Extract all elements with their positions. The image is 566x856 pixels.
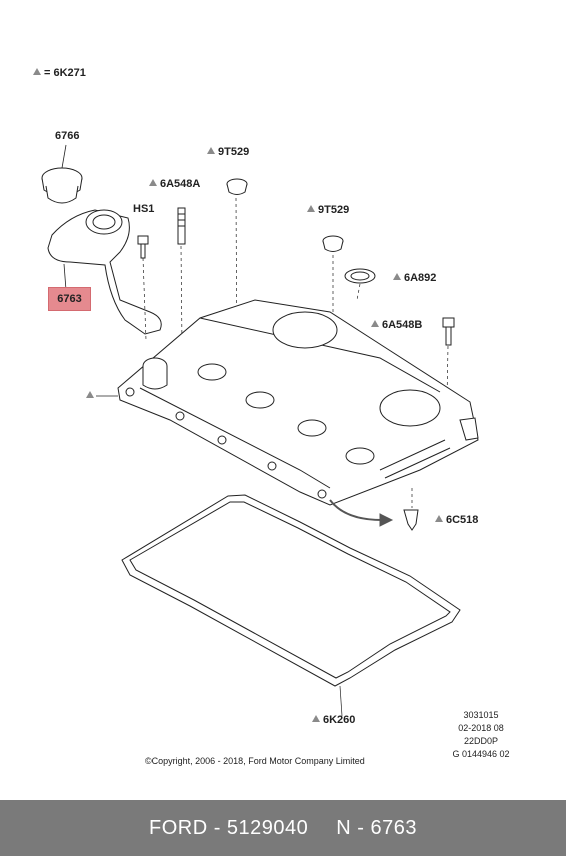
label-9t529-lower-text: 9T529 (318, 204, 350, 216)
breather-arrow-drawing (329, 488, 419, 531)
marker-triangle-icon (435, 515, 443, 522)
seal-9t529-drawing (226, 178, 344, 430)
meta-line-1: 3031015 (463, 710, 499, 720)
footer-part-number: FORD - 5129040 (148, 816, 309, 839)
legend: = 6K271 (33, 67, 86, 80)
label-6766[interactable]: 6766 (55, 130, 80, 142)
diagram-drawing (41, 144, 479, 717)
label-cover-marker[interactable] (86, 390, 97, 403)
filler-neck-drawing (47, 209, 162, 335)
drawing-metadata: 3031015 02-2018 08 22DD0P G 0144946 02 (446, 709, 516, 761)
footer-bar: FORD - 5129040 N - 6763 (0, 800, 566, 856)
meta-line-4: G 0144946 02 (452, 749, 510, 759)
meta-line-3: 22DD0P (463, 736, 499, 746)
label-9t529-upper[interactable]: 9T529 (207, 146, 249, 159)
marker-triangle-icon (207, 147, 215, 154)
bolt-6a548b-drawing (442, 317, 455, 401)
oil-filler-cap-drawing (41, 144, 83, 204)
label-6c518-text: 6C518 (446, 514, 479, 526)
label-6a548b-text: 6A548B (382, 319, 423, 331)
marker-triangle-icon (33, 68, 41, 75)
label-6a548b[interactable]: 6A548B (371, 319, 422, 332)
label-6k260[interactable]: 6K260 (312, 714, 355, 727)
valve-cover-drawing (96, 299, 479, 506)
marker-triangle-icon (307, 205, 315, 212)
label-9t529-upper-text: 9T529 (218, 146, 250, 158)
label-6a892[interactable]: 6A892 (393, 272, 436, 285)
label-hs1[interactable]: HS1 (133, 203, 155, 215)
label-6a548a[interactable]: 6A548A (149, 178, 200, 191)
meta-line-2: 02-2018 08 (458, 723, 504, 733)
label-6a548a-text: 6A548A (160, 178, 201, 190)
label-6a892-text: 6A892 (404, 272, 437, 284)
legend-text: = 6K271 (44, 67, 86, 79)
marker-triangle-icon (312, 715, 320, 722)
marker-triangle-icon (393, 273, 401, 280)
label-6c518[interactable]: 6C518 (435, 514, 478, 527)
marker-triangle-icon (371, 320, 379, 327)
marker-triangle-icon (86, 391, 94, 398)
hs1-bolt-drawing (137, 235, 149, 341)
label-6763-highlighted[interactable]: 6763 (48, 287, 91, 311)
marker-triangle-icon (149, 179, 157, 186)
copyright-notice: ©Copyright, 2006 - 2018, Ford Motor Comp… (145, 756, 365, 766)
exploded-diagram (41, 144, 479, 717)
footer-reference: N - 6763 (336, 816, 417, 839)
stud-6a548a-drawing (177, 207, 186, 346)
label-6k260-text: 6K260 (323, 714, 356, 726)
gasket-6k260-drawing (121, 494, 461, 717)
seal-6a892-drawing (344, 268, 376, 301)
label-9t529-lower[interactable]: 9T529 (307, 204, 349, 217)
